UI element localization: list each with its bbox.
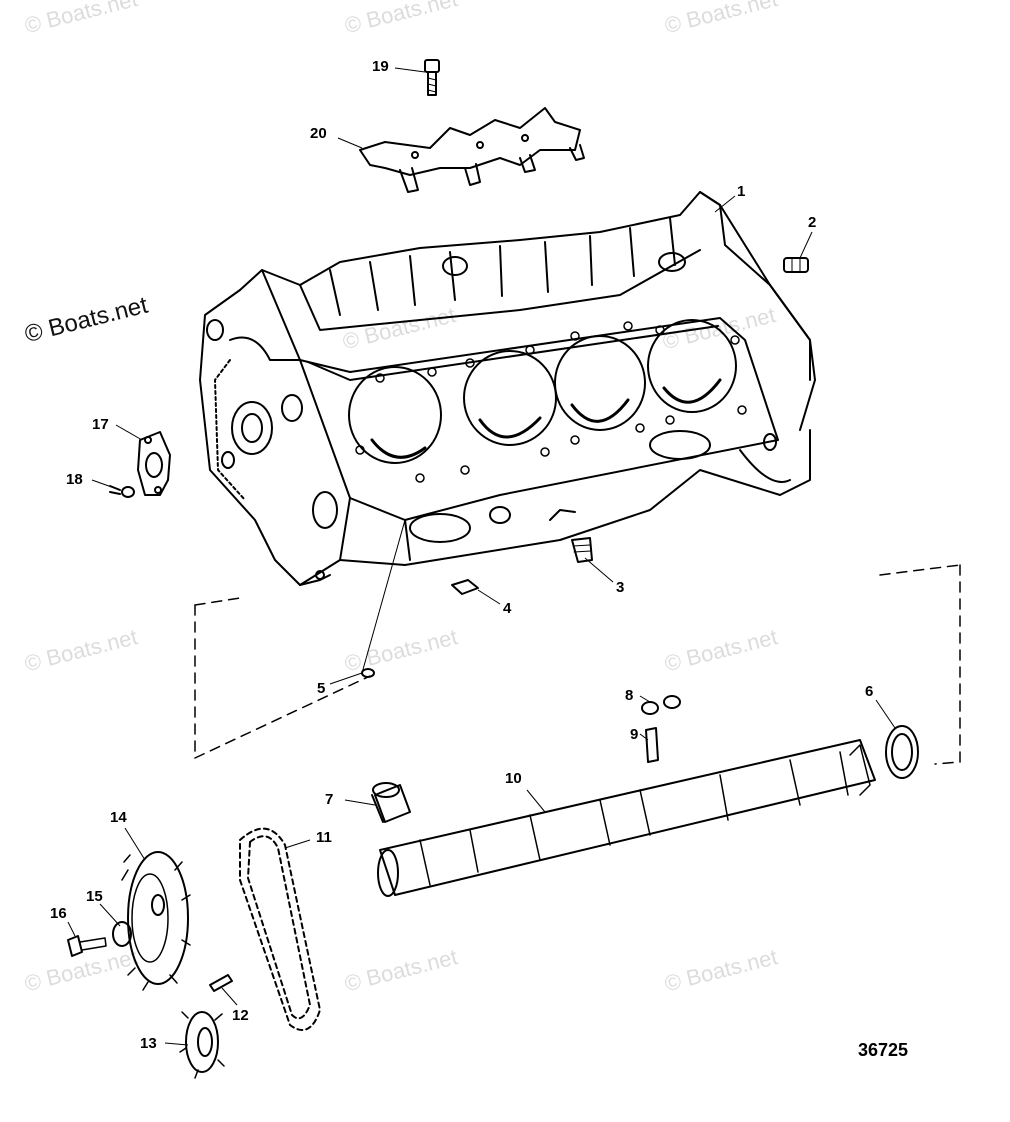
part-15-washer — [112, 921, 132, 947]
callout-14: 14 — [110, 809, 127, 826]
part-19-bolt — [424, 59, 440, 96]
engine-block — [199, 191, 816, 586]
part-4-plug — [451, 579, 479, 595]
part-14-cam-sprocket — [121, 851, 191, 991]
callout-16: 16 — [50, 905, 67, 922]
callout-10: 10 — [505, 770, 522, 787]
leader-lines — [67, 67, 896, 1046]
part-17-gasket — [137, 431, 171, 496]
alignment-boundary — [194, 564, 961, 765]
callout-19: 19 — [372, 58, 389, 75]
callout-15: 15 — [86, 888, 103, 905]
part-12-dowel — [209, 974, 233, 992]
callout-17: 17 — [92, 416, 109, 433]
part-8-retainer — [641, 695, 681, 715]
part-9-pin — [645, 727, 659, 763]
part-3-fitting — [571, 537, 593, 563]
callout-7: 7 — [325, 791, 334, 808]
callout-4: 4 — [503, 600, 512, 617]
callout-13: 13 — [140, 1035, 157, 1052]
callout-12: 12 — [232, 1007, 249, 1024]
callout-6: 6 — [865, 683, 874, 700]
callout-20: 20 — [310, 125, 327, 142]
part-7-bearing — [372, 782, 410, 822]
callout-5: 5 — [317, 680, 326, 697]
part-20-bracket — [359, 107, 585, 193]
callout-2: 2 — [808, 214, 817, 231]
callout-11: 11 — [316, 829, 332, 846]
part-11-timing-chain — [239, 827, 321, 1031]
callout-3: 3 — [616, 579, 625, 596]
part-5-pin — [361, 668, 375, 678]
callout-8: 8 — [625, 687, 634, 704]
drawing-number: 36725 — [858, 1040, 909, 1060]
part-10-camshaft — [377, 739, 876, 897]
part-2-plug — [783, 257, 809, 273]
part-6-seal — [885, 725, 919, 779]
callout-1: 1 — [737, 183, 746, 200]
callout-9: 9 — [630, 726, 639, 743]
part-16-bolt — [67, 935, 107, 957]
callout-18: 18 — [66, 471, 83, 488]
part-13-crank-sprocket — [179, 1011, 225, 1079]
